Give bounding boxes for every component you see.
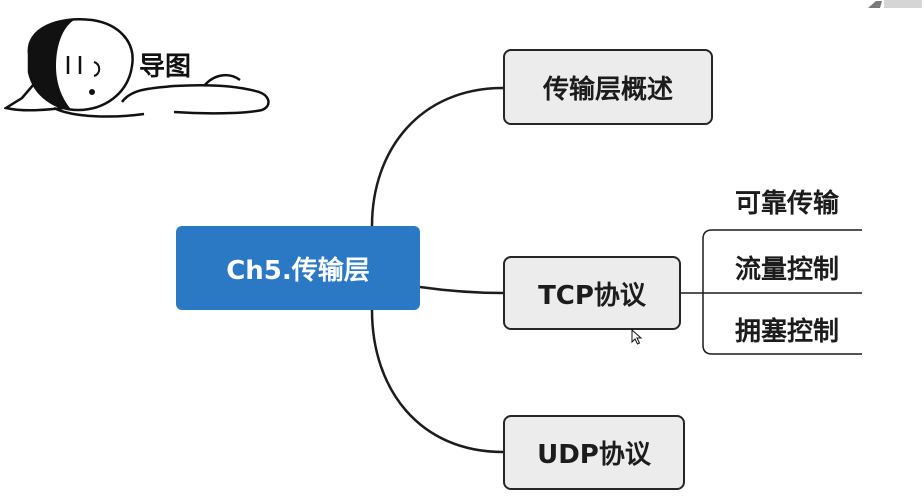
leaf-reliable-transfer[interactable]: 可靠传输 — [735, 189, 840, 219]
connector-root-overview — [370, 86, 504, 227]
connector-root-tcp — [419, 285, 504, 295]
leaf-flow-control[interactable]: 流量控制 — [735, 255, 840, 285]
branch-node-tcp[interactable]: TCP协议 — [503, 256, 681, 330]
mouse-pointer-icon — [631, 329, 643, 345]
corner-widget-icon — [868, 0, 922, 8]
branch-node-overview[interactable]: 传输层概述 — [503, 49, 713, 125]
connector-root-udp — [370, 309, 504, 454]
mascot-title: 导图 — [139, 52, 192, 82]
leaf-congestion-control[interactable]: 拥塞控制 — [735, 317, 840, 347]
root-node[interactable]: Ch5.传输层 — [176, 226, 420, 310]
connector-tcp-leaves — [702, 229, 862, 355]
sleeping-mascot-icon — [4, 18, 270, 118]
branch-node-udp[interactable]: UDP协议 — [503, 415, 685, 490]
